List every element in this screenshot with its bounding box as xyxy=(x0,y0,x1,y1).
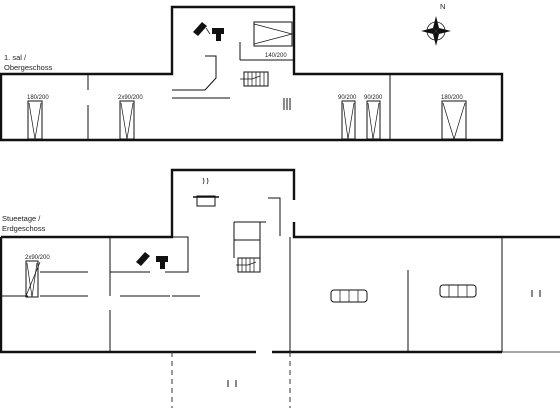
bed-upper-right-2: 90/200 xyxy=(364,95,383,140)
bed-size-label: 2x90/200 xyxy=(25,255,50,261)
bed-size-label: 180/200 xyxy=(441,95,463,101)
sofa-icon xyxy=(330,289,368,303)
ground-bath-wall xyxy=(165,236,189,273)
bed-upper-stair-room: 140/200 xyxy=(253,21,294,59)
compass-icon: N xyxy=(421,2,451,46)
ground-floor: Stueetage / Erdgeschoss xyxy=(0,168,560,408)
ground-floor-label-line1: Stueetage / xyxy=(2,214,41,223)
ground-outer-wall xyxy=(0,237,256,354)
upper-outer-wall xyxy=(0,5,504,142)
stairs-icon xyxy=(236,257,261,273)
upper-floor-label-line2: Obergeschoss xyxy=(4,63,53,72)
toilet-icon xyxy=(136,252,168,269)
stairs-icon xyxy=(240,71,269,87)
bed-upper-left-1: 180/200 xyxy=(27,95,49,140)
ground-outer-wall xyxy=(292,222,560,239)
upper-bath-wall xyxy=(172,55,217,91)
compass-north-label: N xyxy=(440,2,445,11)
bed-upper-right-3: 180/200 xyxy=(441,95,467,141)
bed-upper-right-1: 90/200 xyxy=(338,95,357,140)
ground-floor-label-line2: Erdgeschoss xyxy=(2,224,46,233)
bed-size-label: 140/200 xyxy=(265,53,287,59)
toilet-icon xyxy=(193,22,224,41)
bed-size-label: 90/200 xyxy=(364,95,383,101)
bed-upper-left-2: 2x90/200 xyxy=(118,95,143,140)
bed-size-label: 2x90/200 xyxy=(118,95,143,101)
sofa-icon xyxy=(439,284,477,298)
ground-outer-wall xyxy=(1,168,296,239)
bed-ground-left: 2x90/200 xyxy=(25,255,50,298)
upper-floor: 1. sal / Obergeschoss xyxy=(0,5,504,142)
bed-size-label: 90/200 xyxy=(338,95,357,101)
stove-pot-icon xyxy=(193,177,219,207)
bed-size-label: 180/200 xyxy=(27,95,49,101)
kitchen-wall xyxy=(268,197,281,236)
upper-floor-label-line1: 1. sal / xyxy=(4,53,27,62)
